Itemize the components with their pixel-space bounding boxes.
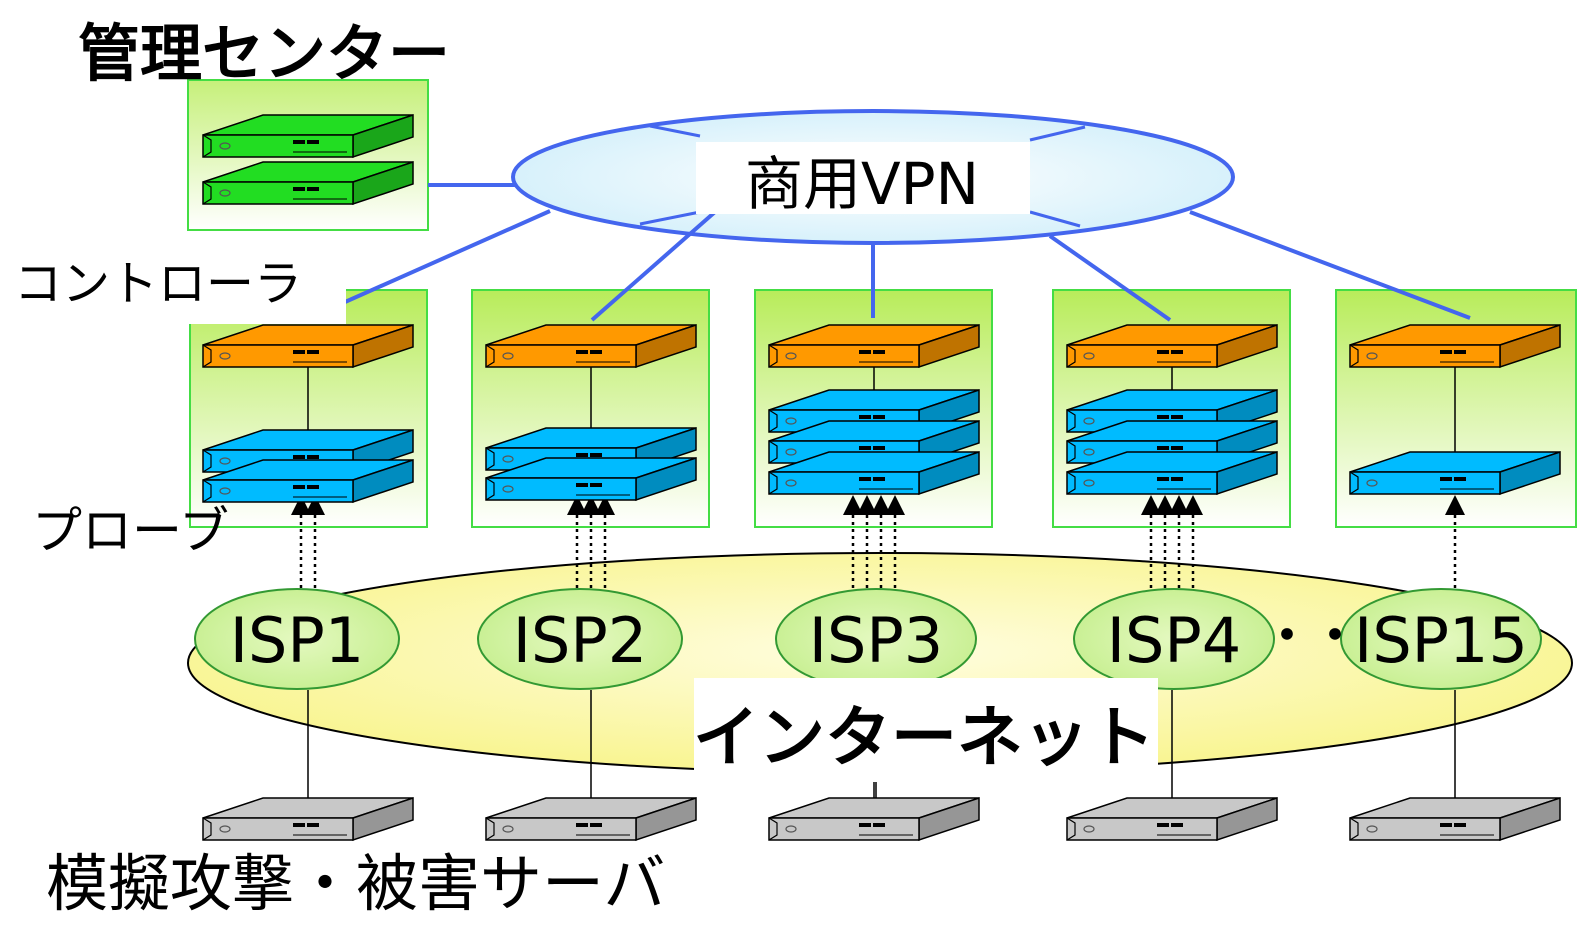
probe-label: プローブ <box>32 502 229 560</box>
internet-label-bg <box>694 678 1158 782</box>
vpn-link-4 <box>1048 234 1172 322</box>
probe-server-2-2 <box>485 456 697 502</box>
isp-label-5: ISP15 <box>1354 604 1528 677</box>
target-server-3 <box>768 796 980 842</box>
management-center-label: 管理センター <box>78 17 450 90</box>
probe-server-1-2 <box>202 458 414 504</box>
isp-label-2: ISP2 <box>513 604 647 677</box>
management-server-2 <box>202 160 414 206</box>
management-server-1 <box>202 113 414 159</box>
isp-label-3: ISP3 <box>809 604 943 677</box>
probe-server-5-1 <box>1349 450 1561 496</box>
vpn-inner-lines <box>639 124 1086 228</box>
isp-node-2: ISP2 <box>477 588 683 690</box>
controller-server-3 <box>768 323 980 369</box>
target-server-2 <box>485 796 697 842</box>
isp-node-5: ISP15 <box>1340 588 1542 690</box>
controller-label: コントローラ <box>14 256 302 312</box>
target-server-4 <box>1066 796 1278 842</box>
controller-server-5 <box>1349 323 1561 369</box>
isp-node-1: ISP1 <box>194 588 400 690</box>
isp-label-1: ISP1 <box>230 604 364 677</box>
probe-server-4-3 <box>1066 450 1278 496</box>
vpn-link-1 <box>344 209 551 304</box>
vpn-label: 商用VPN <box>745 150 979 218</box>
servers-label: 模擬攻撃・被害サーバ <box>46 847 665 920</box>
vpn-link-5 <box>1189 210 1471 320</box>
isp-label-4: ISP4 <box>1107 604 1241 677</box>
probe-server-3-3 <box>768 450 980 496</box>
controller-label-bg <box>6 248 346 324</box>
target-server-1 <box>202 796 414 842</box>
isp-node-4: ISP4 <box>1073 588 1275 690</box>
controller-server-2 <box>485 323 697 369</box>
vpn-label-bg <box>696 142 1030 214</box>
controller-server-4 <box>1066 323 1278 369</box>
controller-server-1 <box>202 323 414 369</box>
ellipsis-label: ・・ <box>1263 608 1359 664</box>
isp-node-3: ISP3 <box>775 588 977 690</box>
internet-label: インターネット <box>693 699 1155 776</box>
target-server-5 <box>1349 796 1561 842</box>
